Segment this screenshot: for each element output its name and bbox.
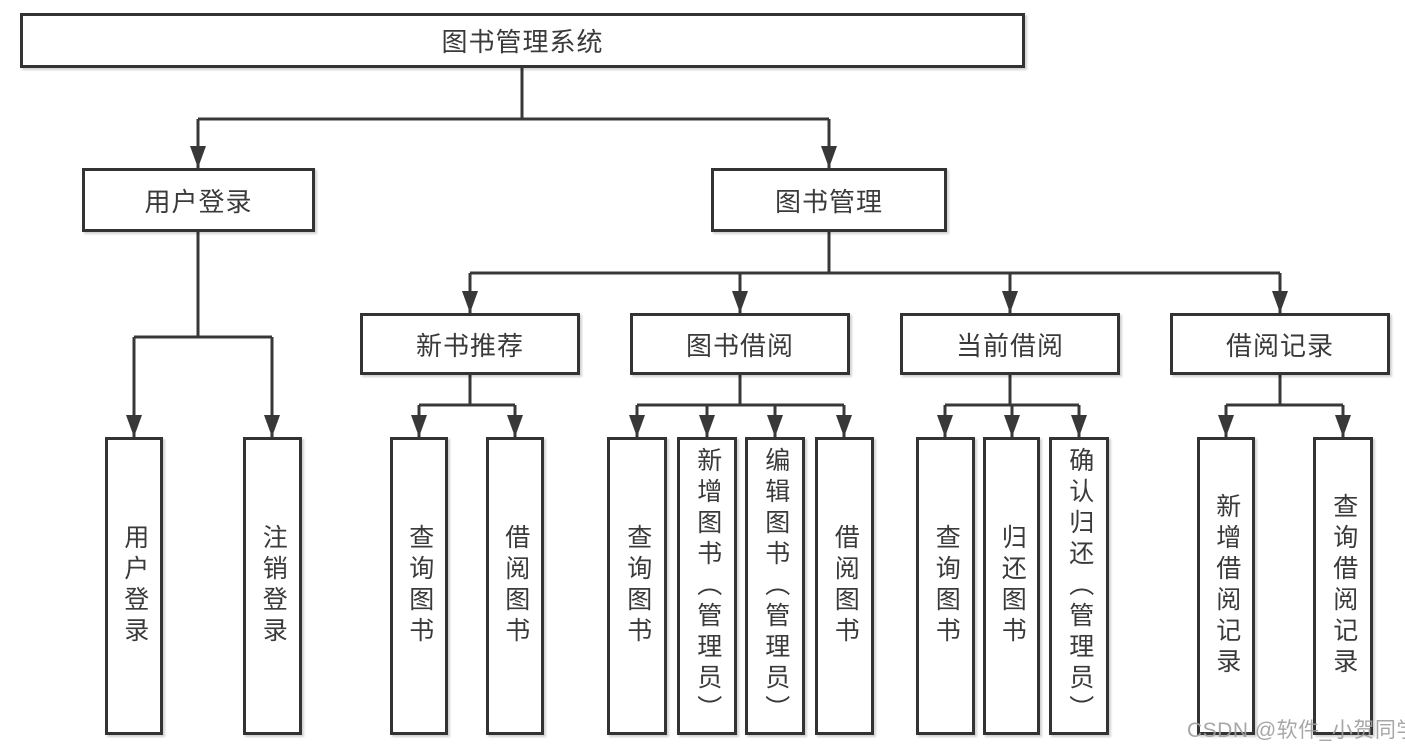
csdn-watermark: CSDN @软件_小贺同学 [1187, 719, 1405, 742]
node-label: 图书管理 [774, 186, 883, 217]
node-label: 新书推荐 [415, 330, 524, 361]
leaf-label: 查询图书 [932, 524, 961, 648]
leaf-borrow-books: 借阅图书 [815, 437, 874, 735]
node-borrowing-records: 借阅记录 [1170, 313, 1390, 375]
leaf-label: 查询借阅记录 [1329, 493, 1358, 679]
leaf-query-borrow-record: 查询借阅记录 [1313, 437, 1373, 735]
leaf-label: 注销登录 [259, 524, 288, 648]
leaf-edit-books-admin: 编辑图书（管理员） [745, 437, 805, 735]
leaf-label: 借阅图书 [831, 524, 860, 648]
node-label: 图书管理系统 [441, 27, 604, 57]
leaf-add-borrow-record: 新增借阅记录 [1197, 437, 1255, 735]
leaf-label: 借阅图书 [501, 524, 530, 648]
node-label: 借阅记录 [1225, 330, 1334, 361]
leaf-label: 新增借阅记录 [1212, 493, 1241, 679]
node-system-root: 图书管理系统 [20, 13, 1025, 68]
leaf-label: 查询图书 [405, 524, 434, 648]
leaf-label: 新增图书（管理员） [693, 446, 722, 726]
node-label: 当前借阅 [955, 330, 1064, 361]
node-label: 图书借阅 [685, 330, 794, 361]
leaf-logout: 注销登录 [243, 437, 302, 735]
leaf-return-books: 归还图书 [983, 437, 1040, 735]
leaf-label: 用户登录 [120, 524, 149, 648]
leaf-label: 编辑图书（管理员） [761, 446, 790, 726]
leaf-confirm-return-admin: 确认归还（管理员） [1049, 437, 1109, 735]
connector-arrows [126, 119, 1351, 437]
node-book-borrowing: 图书借阅 [630, 313, 850, 375]
leaf-add-books-admin: 新增图书（管理员） [677, 437, 737, 735]
node-new-book-recommendation: 新书推荐 [360, 313, 580, 375]
leaf-query-books: 查询图书 [390, 437, 448, 735]
leaf-query-books: 查询图书 [916, 437, 975, 735]
leaf-user-login: 用户登录 [105, 437, 163, 735]
node-user-login: 用户登录 [82, 168, 315, 232]
leaf-label: 确认归还（管理员） [1065, 446, 1094, 726]
leaf-label: 归还图书 [998, 524, 1027, 648]
leaf-label: 查询图书 [623, 524, 652, 648]
node-label: 用户登录 [144, 186, 253, 217]
leaf-borrow-books: 借阅图书 [486, 437, 544, 735]
leaf-query-books: 查询图书 [607, 437, 667, 735]
node-book-management: 图书管理 [711, 168, 947, 232]
node-current-borrowing: 当前借阅 [900, 313, 1120, 375]
